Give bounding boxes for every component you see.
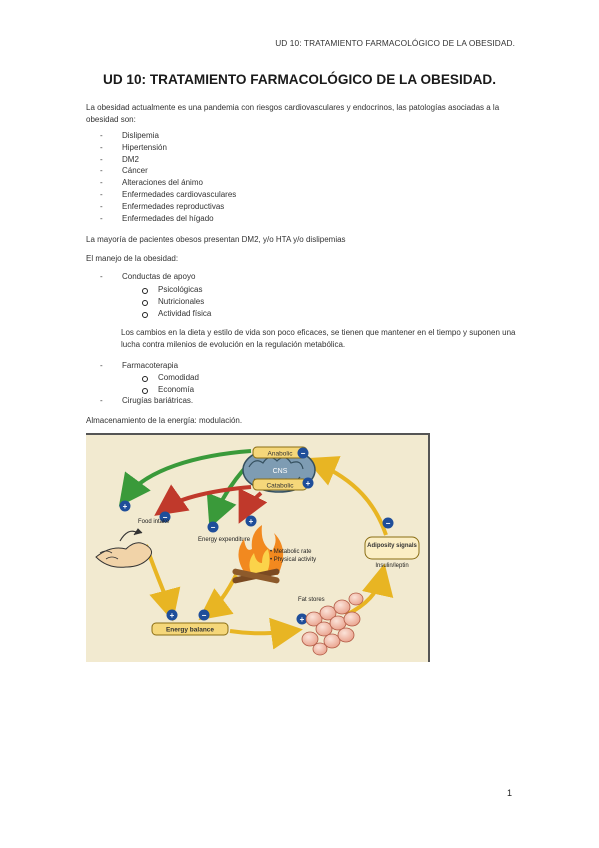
majority-paragraph: La mayoría de pacientes obesos presentan… (86, 235, 346, 244)
svg-text:−: − (202, 611, 207, 620)
food-intake-label: Food intake (138, 519, 170, 525)
arrow-catabolic-to-food (154, 484, 252, 516)
document-title: UD 10: TRATAMIENTO FARMACOLÓGICO DE LA O… (103, 72, 496, 87)
catabolic-label: Catabolic (266, 483, 294, 490)
physical-activity-label: • Physical activity (270, 557, 316, 563)
management-list-2: Farmacoterapia (100, 360, 178, 372)
arrow-catabolic-to-expenditure (238, 487, 268, 524)
svg-text:+: + (123, 502, 128, 511)
energy-regulation-diagram: Anabolic CNS Catabolic − + + − − + (95, 446, 420, 656)
list-item: DM2 (100, 154, 236, 166)
running-header: UD 10: TRATAMIENTO FARMACOLÓGICO DE LA O… (275, 38, 515, 48)
storage-label: Almacenamiento de la energía: modulación… (86, 416, 243, 425)
insulin-leptin-label: Insulin/leptin (375, 563, 408, 569)
energy-balance-label: Energy balance (166, 627, 214, 634)
list-item: Cáncer (100, 165, 236, 177)
plus-badge: + (296, 613, 308, 625)
svg-text:+: + (170, 611, 175, 620)
fat-cells-icon (301, 592, 364, 656)
arrow-anabolic-to-food (118, 449, 252, 507)
sublist-item: Nutricionales (142, 296, 211, 308)
plus-badge: + (166, 609, 178, 621)
metabolic-rate-label: • Metabolic rate (270, 549, 312, 555)
pathologies-list: Dislipemia Hipertensión DM2 Cáncer Alter… (100, 130, 236, 224)
plus-badge: + (302, 477, 314, 489)
energy-regulation-figure: Anabolic CNS Catabolic − + + − − + (86, 433, 430, 662)
support-sublist: Psicológicas Nutricionales Actividad fís… (142, 284, 211, 320)
list-item: Enfermedades del hígado (100, 213, 236, 225)
pharma-sublist: Comodidad Economía (142, 372, 199, 396)
svg-text:−: − (386, 519, 391, 528)
minus-badge: − (207, 521, 219, 533)
list-item: Enfermedades cardiovasculares (100, 189, 236, 201)
sublist-item: Comodidad (142, 372, 199, 384)
plus-badge: + (245, 515, 257, 527)
list-item: Hipertensión (100, 142, 236, 154)
minus-badge: − (159, 511, 171, 523)
minus-badge: − (382, 517, 394, 529)
minus-badge: − (297, 447, 309, 459)
svg-text:−: − (301, 449, 306, 458)
cns-label: CNS (273, 468, 288, 475)
plus-badge: + (119, 500, 131, 512)
arrow-balance-to-fat (229, 617, 303, 650)
campfire-icon (232, 525, 284, 584)
management-list-1: Conductas de apoyo (100, 271, 195, 283)
svg-text:+: + (306, 479, 311, 488)
minus-badge: − (198, 609, 210, 621)
sublist-item: Economía (142, 384, 199, 396)
intro-paragraph: La obesidad actualmente es una pandemia … (86, 103, 500, 124)
svg-text:+: + (300, 615, 305, 624)
support-paragraph: Los cambios en la dieta y estilo de vida… (121, 328, 516, 349)
management-list-3: Cirugías bariátricas. (100, 395, 193, 407)
adiposity-signals-label: Adiposity signals (367, 543, 417, 549)
list-item-pharma: Farmacoterapia (100, 360, 178, 372)
list-item-support: Conductas de apoyo (100, 271, 195, 283)
list-item: Enfermedades reproductivas (100, 201, 236, 213)
list-item: Dislipemia (100, 130, 236, 142)
fat-stores-label: Fat stores (298, 597, 325, 603)
svg-text:+: + (249, 517, 254, 526)
sublist-item: Psicológicas (142, 284, 211, 296)
list-item-surgery: Cirugías bariátricas. (100, 395, 193, 407)
management-label: El manejo de la obesidad: (86, 254, 179, 263)
hand-eating-icon (95, 528, 152, 568)
anabolic-label: Anabolic (268, 451, 294, 458)
page-number: 1 (507, 788, 513, 798)
svg-text:−: − (211, 523, 216, 532)
svg-text:−: − (163, 513, 168, 522)
sublist-item: Actividad física (142, 308, 211, 320)
arrow-expenditure-to-balance (198, 574, 238, 621)
arrow-signals-to-cns (304, 456, 388, 536)
energy-expenditure-label: Energy expenditure (198, 537, 251, 543)
list-item: Alteraciones del ánimo (100, 177, 236, 189)
